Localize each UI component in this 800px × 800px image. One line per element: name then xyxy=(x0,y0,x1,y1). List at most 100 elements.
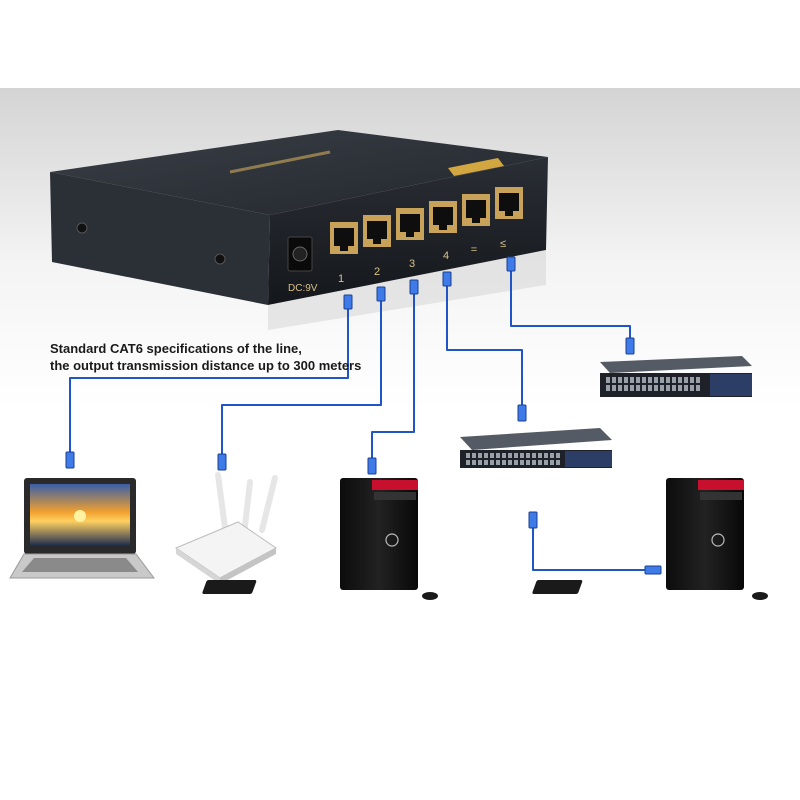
switch-port-icon xyxy=(684,385,688,391)
switch-port-icon xyxy=(654,377,658,383)
switch-port-icon xyxy=(496,460,500,465)
switch-blue-panel xyxy=(710,374,752,396)
switch-port-icon xyxy=(690,385,694,391)
desktop-pc-icon xyxy=(202,478,438,600)
rj45-port-socket xyxy=(433,207,453,225)
desktop-pc-icon xyxy=(532,478,768,600)
cable-port-2 xyxy=(221,292,382,458)
network-switch-icon xyxy=(460,428,612,468)
rj45-port-tab xyxy=(373,239,381,244)
switch-port-icon xyxy=(484,460,488,465)
switch-port-icon xyxy=(550,460,554,465)
switch-port-icon xyxy=(672,377,676,383)
pc-mouse-icon xyxy=(422,592,438,600)
switch-port-icon xyxy=(532,460,536,465)
switch-port-icon xyxy=(490,460,494,465)
rj45-port-socket xyxy=(499,193,519,211)
switch-port-icon xyxy=(532,453,536,458)
cable-connector-group xyxy=(65,256,662,575)
switch-port-icon xyxy=(538,460,542,465)
switch-port-icon xyxy=(502,453,506,458)
switch-port-icon xyxy=(544,460,548,465)
switch-port-icon xyxy=(630,377,634,383)
rj45-port-tab xyxy=(505,211,513,216)
switch-port-icon xyxy=(696,377,700,383)
switch-port-icon xyxy=(520,453,524,458)
connector-icon xyxy=(367,457,377,475)
connector-icon xyxy=(442,271,452,287)
switch-port-icon xyxy=(690,377,694,383)
connector-icon xyxy=(376,286,386,302)
port-label-1: 1 xyxy=(338,273,344,285)
switch-port-icon xyxy=(514,460,518,465)
cable-port-4 xyxy=(446,277,523,412)
switch-port-icon xyxy=(648,377,652,383)
switch-port-row xyxy=(466,453,560,465)
rj45-port-tab xyxy=(340,246,348,251)
switch-port-icon xyxy=(672,385,676,391)
switch-port-icon xyxy=(526,460,530,465)
cascade-symbol-1: = xyxy=(471,244,477,256)
router-antenna xyxy=(259,475,278,533)
extender-reflection xyxy=(268,250,546,330)
pc-case xyxy=(340,478,418,590)
rj45-port-tab xyxy=(472,218,480,223)
switch-port-icon xyxy=(472,453,476,458)
switch-port-icon xyxy=(696,385,700,391)
brand-logo-icon xyxy=(448,158,504,176)
connector-icon xyxy=(506,256,516,272)
switch-port-icon xyxy=(490,453,494,458)
router-front xyxy=(220,548,276,584)
switch-top xyxy=(600,356,752,373)
switch-port-icon xyxy=(654,385,658,391)
pc-logo-icon xyxy=(385,533,399,547)
switch-port-icon xyxy=(636,377,640,383)
rj45-port-socket xyxy=(466,200,486,218)
switch-port-icon xyxy=(502,460,506,465)
switch-port-icon xyxy=(606,385,610,391)
cable-port-1 xyxy=(69,300,349,455)
rj45-port-socket xyxy=(400,214,420,232)
switch-port-row xyxy=(606,377,700,391)
switch-port-icon xyxy=(630,385,634,391)
connector-icon xyxy=(528,511,538,529)
pc-mouse-icon xyxy=(752,592,768,600)
switch-port-icon xyxy=(636,385,640,391)
cable-port-3 xyxy=(371,285,415,462)
switch-port-icon xyxy=(472,460,476,465)
extender-side xyxy=(50,172,270,305)
switch-port-icon xyxy=(538,453,542,458)
dc-jack-icon xyxy=(292,246,308,262)
switch-blue-panel xyxy=(565,451,612,467)
switch-port-icon xyxy=(550,453,554,458)
switch-port-icon xyxy=(666,385,670,391)
pc-logo-icon xyxy=(711,533,725,547)
pc-keyboard xyxy=(532,580,583,594)
switch-port-icon xyxy=(514,453,518,458)
connector-icon xyxy=(644,565,662,575)
screw-icon xyxy=(214,253,226,265)
rj45-port-tab xyxy=(439,225,447,230)
switch-port-icon xyxy=(520,460,524,465)
switch-port-icon xyxy=(526,453,530,458)
switch-port-icon xyxy=(642,385,646,391)
ethernet-extender-icon: DC:9V 1 2 3 4 = ≤ xyxy=(50,130,548,330)
switch-port-icon xyxy=(642,377,646,383)
switch-port-icon xyxy=(666,377,670,383)
network-switch-icon xyxy=(600,356,752,397)
screw-icon xyxy=(76,222,88,234)
connector-icon xyxy=(625,337,635,355)
router-antenna xyxy=(215,472,229,538)
switch-port-icon xyxy=(606,377,610,383)
connector-icon xyxy=(517,404,527,422)
router-side xyxy=(176,548,220,584)
switch-port-icon xyxy=(484,453,488,458)
switch-port-icon xyxy=(466,453,470,458)
rj45-port-socket xyxy=(334,228,354,246)
port-label-3: 3 xyxy=(409,258,415,270)
switch-port-icon xyxy=(508,453,512,458)
switch-port-icon xyxy=(478,460,482,465)
rj45-port-group xyxy=(330,187,523,254)
switch-port-icon xyxy=(556,453,560,458)
